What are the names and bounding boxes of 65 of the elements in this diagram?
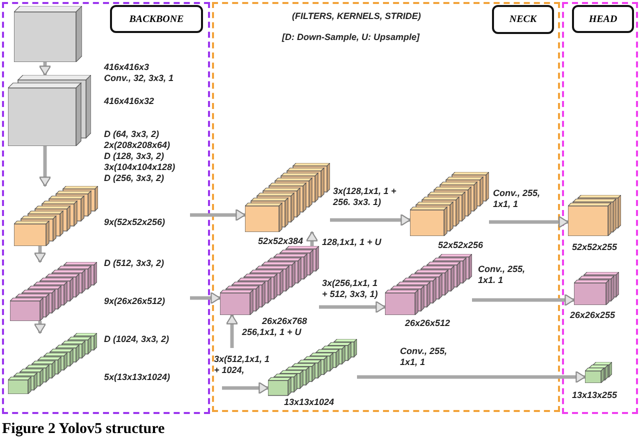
block-arrow [190,292,221,304]
feature-map-stack [268,339,357,396]
section-title-box: HEAD [572,5,634,33]
tensor-size-label: 26x26x768 [262,316,308,327]
section-title-box: BACKBONE [110,5,203,33]
feature-map-stack [14,186,98,246]
edge-label: Conv., 255, 1x1, 1 [400,346,448,368]
tensor-size-label: 13x13x1024 [284,397,334,408]
block-arrow [34,246,46,263]
feature-map-stack [574,272,619,305]
figure-caption: Figure 2 Yolov5 structure [2,421,165,438]
layer-note: D (64, 3x3, 2) [104,129,160,140]
block-arrow [330,214,411,226]
block-arrow [472,294,575,306]
dashed-section-panel [562,2,638,414]
edge-label: 3x(128,1x1, 1 + 256. 3x3. 1) [333,186,398,208]
layer-note: (FILTERS, KERNELS, STRIDE) [292,11,421,22]
feature-map-stack [8,75,91,146]
block-arrow [319,300,386,314]
block-arrow [190,208,246,222]
block-arrow [489,216,569,228]
feature-map-stack [410,172,489,236]
layer-note: D (512, 3x3, 2) [104,258,164,269]
feature-map-stack [8,333,97,394]
section-title-box: NECK [492,5,554,34]
dashed-section-panel [212,2,560,412]
tensor-size-label: 26x26x255 [570,310,616,321]
block-arrow [357,370,586,384]
block-arrow [306,231,318,246]
layer-note: Conv., 32, 3x3, 1 [104,73,174,84]
feature-map-stack [568,195,621,236]
layer-note: D (1024, 3x3, 2) [104,334,170,345]
edge-label: Conv., 255, 1x1, 1 [493,188,542,210]
layer-note: 3x(104x104x128) [104,162,176,173]
block-arrow [38,146,52,187]
tensor-size-label: 13x13x255 [572,390,618,401]
tensor-size-label: 26x26x512 [405,318,450,329]
layer-note: D (256, 3x3, 2) [104,173,164,184]
layer-note: 2x(208x208x64) [104,140,170,151]
edge-label: 128,1x1, 1 + U [322,237,382,248]
feature-map-stack [220,246,319,315]
edge-label: 3x(256,1x1, 1 + 512, 3x3, 1) [322,278,379,300]
edge-label: 256,1x1, 1 + U [242,327,302,338]
tensor-size-label: 9x(26x26x512) [104,296,166,307]
tensor-size-label: 9x(52x52x256) [104,217,166,228]
feature-map-stack [245,163,330,232]
block-arrow [226,314,238,348]
feature-map-stack [14,6,82,62]
tensor-size-label: 5x(13x13x1024) [104,372,170,383]
edge-label: Conv., 255, 1x1. 1 [478,264,526,286]
layer-note: D (128, 3x3, 2) [104,151,164,162]
tensor-size-label: 416x416x32 [104,96,154,107]
edge-label: 3x(512,1x1, 1 + 1024, [214,354,270,376]
feature-map-stack [585,362,612,383]
tensor-size-label: 52x52x384 [258,236,304,247]
tensor-size-label: 52x52x256 [438,240,484,251]
layer-note: [D: Down-Sample, U: Upsample] [282,32,420,43]
block-arrow [222,382,269,394]
dashed-section-panel [2,2,210,414]
feature-map-stack [10,262,97,321]
block-arrow [38,62,52,76]
feature-map-stack [385,254,472,315]
tensor-size-label: 52x52x255 [572,242,618,253]
tensor-size-label: 416x416x3 [104,62,150,73]
block-arrow [34,321,46,334]
